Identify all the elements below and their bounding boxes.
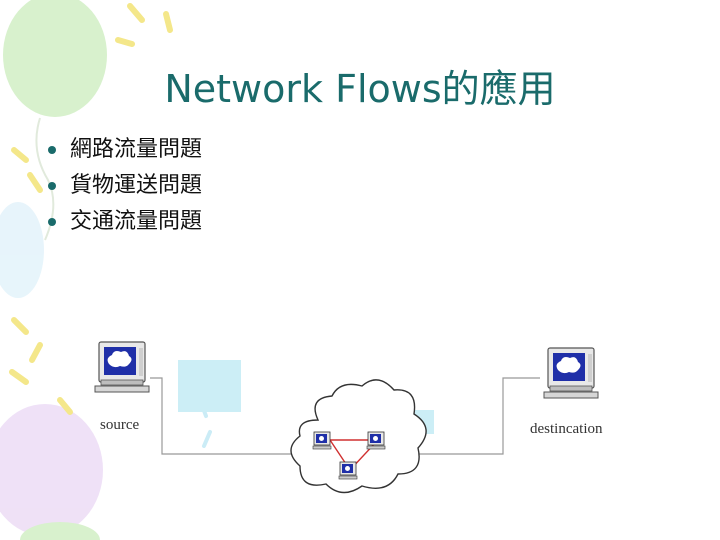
bullet-list: 網路流量問題 貨物運送問題 交通流量問題 [48, 132, 202, 240]
highlight-box [178, 360, 241, 412]
bullet-item: 網路流量問題 [48, 132, 202, 168]
slide-title: Network Flows的應用 [164, 67, 556, 111]
network-cloud [290, 379, 427, 494]
router-icon [338, 461, 358, 480]
source-label: source [100, 417, 139, 433]
bullet-dot-icon [48, 146, 56, 154]
destination-link [412, 377, 540, 455]
green-balloon-decoration [3, 0, 107, 117]
source-computer-icon [94, 341, 150, 393]
router-links [329, 439, 380, 472]
bullet-dot-icon [48, 218, 56, 226]
router-icon [366, 431, 386, 450]
yellow-sparkle-decoration [9, 3, 173, 415]
source-link [150, 377, 296, 455]
destination-computer-icon [543, 347, 599, 399]
bullet-item: 交通流量問題 [48, 204, 202, 240]
purple-balloon-decoration [0, 404, 103, 536]
destination-label: destincation [530, 421, 603, 437]
bullet-dot-icon [48, 182, 56, 190]
bullet-item: 貨物運送問題 [48, 168, 202, 204]
blue-balloon-decoration [0, 202, 44, 298]
bullet-text: 貨物運送問題 [70, 173, 203, 198]
router-icon [312, 431, 332, 450]
bullet-text: 交通流量問題 [70, 209, 203, 234]
bullet-text: 網路流量問題 [70, 137, 203, 162]
